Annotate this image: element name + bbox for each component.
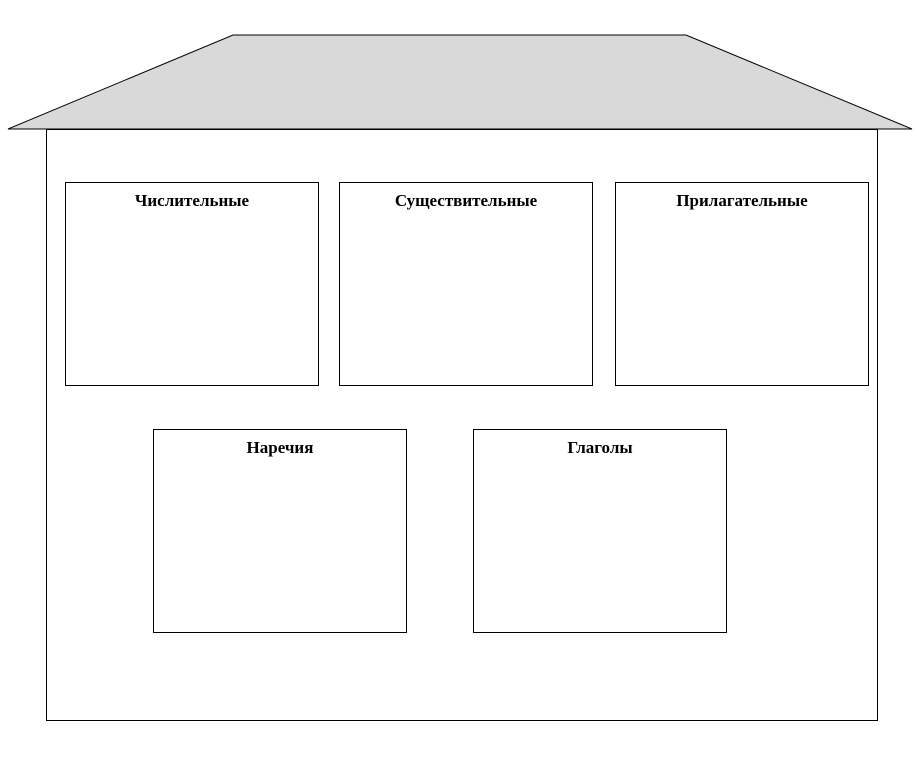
room-label-verbs: Глаголы: [567, 438, 633, 457]
room-verbs: Глаголы: [473, 429, 727, 633]
house-roof: [7, 34, 913, 130]
room-adjectives: Прилагательные: [615, 182, 869, 386]
room-label-adjectives: Прилагательные: [676, 191, 808, 210]
room-numerals: Числительные: [65, 182, 319, 386]
room-nouns: Существительные: [339, 182, 593, 386]
roof-shape: [7, 34, 913, 130]
room-adverbs: Наречия: [153, 429, 407, 633]
room-label-adverbs: Наречия: [246, 438, 314, 457]
room-label-numerals: Числительные: [134, 191, 250, 210]
room-label-nouns: Существительные: [394, 191, 538, 210]
